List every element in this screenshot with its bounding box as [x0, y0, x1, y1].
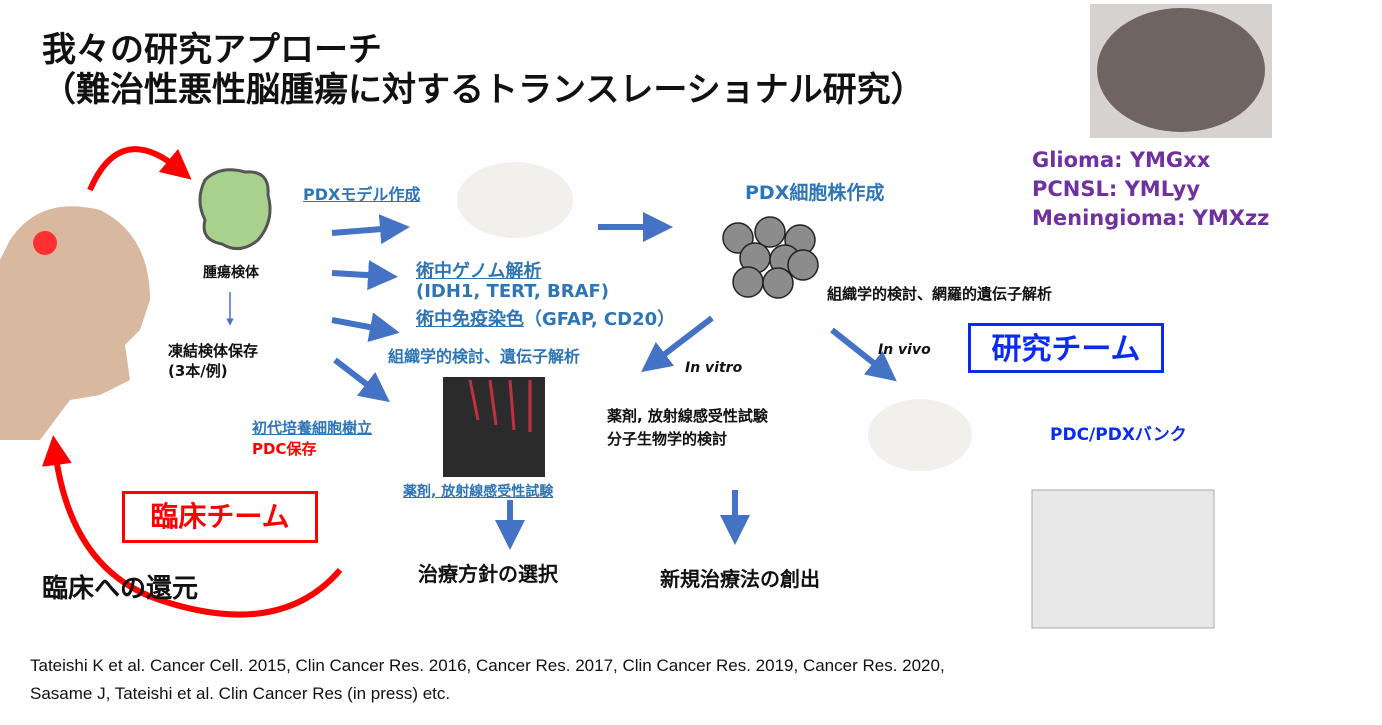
references-line1: Tateishi K et al. Cancer Cell. 2015, Cli… — [30, 656, 945, 675]
drug-radiation-test2-label: 薬剤, 放射線感受性試験 — [607, 407, 768, 425]
intraop-ihc-label: 術中免疫染色 — [416, 309, 524, 330]
model-pcnsl: PCNSL: YMLyy — [1032, 177, 1201, 201]
patient-head-image — [0, 206, 150, 440]
red-arrow-top — [87, 146, 192, 192]
new-therapy-label: 新規治療法の創出 — [660, 567, 820, 591]
intraop-genome-label: 術中ゲノム解析 — [416, 261, 542, 282]
in-vivo-label: In vivo — [878, 342, 931, 358]
research-team-box: 研究チーム — [968, 323, 1164, 373]
in-vitro-label: In vitro — [685, 360, 743, 376]
ihc-markers-label: （GFAP, CD20） — [524, 309, 676, 330]
genes-label: (IDH1, TERT, BRAF) — [416, 281, 610, 302]
vial-box-image — [1031, 489, 1215, 629]
pdx-cells-cluster — [722, 216, 819, 299]
primary-culture-label: 初代培養細胞樹立 — [252, 419, 373, 437]
mouse-image-2 — [868, 399, 972, 471]
model-glioma: Glioma: YMGxx — [1032, 148, 1211, 172]
model-meningioma: Meningioma: YMXzz — [1032, 206, 1270, 230]
clinical-team-box: 臨床チーム — [122, 491, 318, 543]
mouse-image-1 — [457, 162, 573, 238]
drug-radiation-test-label: 薬剤, 放射線感受性試験 — [403, 484, 554, 500]
clinical-return-label: 臨床への還元 — [42, 574, 199, 604]
pdx-model-label: PDXモデル作成 — [303, 185, 421, 204]
references-line2: Sasame J, Tateishi et al. Clin Cancer Re… — [30, 684, 451, 703]
treatment-selection-label: 治療方針の選択 — [418, 562, 558, 586]
histology-gene-label: 組織学的検討、遺伝子解析 — [388, 347, 581, 366]
molecular-label: 分子生物学的検討 — [607, 430, 728, 448]
tumor-specimen-label: 腫瘍検体 — [203, 265, 259, 281]
comprehensive-analysis-label: 組織学的検討、網羅的遺伝子解析 — [827, 285, 1053, 303]
tumor-specimen-shape — [198, 168, 272, 251]
title-line1: 我々の研究アプローチ — [42, 30, 382, 70]
frozen-storage-label: 凍結検体保存 — [168, 342, 259, 360]
frozen-count-label: (3本/例) — [168, 362, 228, 380]
title-line2: （難治性悪性脳腫瘍に対するトランスレーショナル研究） — [42, 70, 925, 110]
bank-label: PDC/PDXバンク — [1050, 425, 1187, 445]
pdc-storage-label: PDC保存 — [252, 440, 317, 458]
cell-culture-plate-image — [443, 377, 545, 477]
red-arrow-bottom — [41, 435, 343, 618]
pdx-cell-line-label: PDX細胞株作成 — [745, 182, 885, 204]
